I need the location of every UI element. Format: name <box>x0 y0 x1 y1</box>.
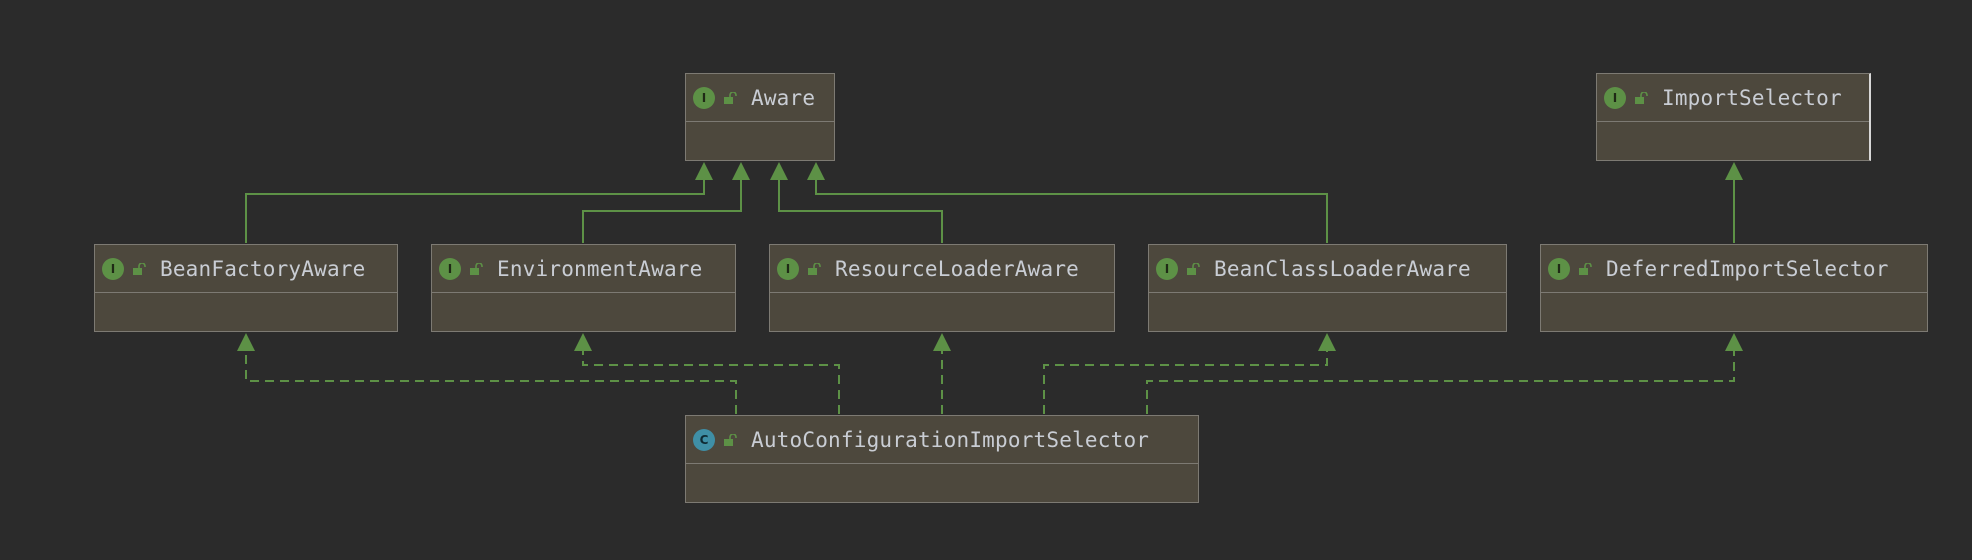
edge-autoconfig-to-environmentaware <box>582 351 840 414</box>
node-header: I BeanClassLoaderAware <box>1149 245 1506 293</box>
node-autoconfigurationimportselector[interactable]: C AutoConfigurationImportSelector <box>685 415 1199 503</box>
node-beanclassloaderaware[interactable]: I BeanClassLoaderAware <box>1148 244 1507 332</box>
node-header: C AutoConfigurationImportSelector <box>686 416 1198 464</box>
node-resourceloaderaware[interactable]: I ResourceLoaderAware <box>769 244 1115 332</box>
edge-beanclassloaderaware-to-aware <box>815 180 1328 243</box>
node-name: BeanClassLoaderAware <box>1214 256 1471 281</box>
arrowhead-deferredimportselector <box>1725 333 1743 351</box>
interface-icon: I <box>102 257 124 280</box>
node-header: I Aware <box>686 74 834 122</box>
open-lock-icon <box>1631 91 1651 105</box>
arrowhead-aware-2 <box>732 162 750 180</box>
arrowhead-aware-1 <box>695 162 713 180</box>
arrowhead-beanclassloaderaware <box>1318 333 1336 351</box>
edge-environmentaware-to-aware <box>582 180 742 243</box>
node-header: I DeferredImportSelector <box>1541 245 1927 293</box>
node-name: Aware <box>751 85 816 110</box>
interface-icon: I <box>777 257 799 280</box>
node-aware[interactable]: I Aware <box>685 73 835 161</box>
node-name: AutoConfigurationImportSelector <box>751 427 1150 452</box>
open-lock-icon <box>1183 262 1203 276</box>
open-lock-icon <box>466 262 486 276</box>
node-name: ResourceLoaderAware <box>835 256 1080 281</box>
arrowhead-resourceloaderaware <box>933 333 951 351</box>
arrowhead-aware-4 <box>807 162 825 180</box>
node-name: DeferredImportSelector <box>1606 256 1889 281</box>
node-name: ImportSelector <box>1662 85 1842 110</box>
node-header: I BeanFactoryAware <box>95 245 397 293</box>
node-header: I EnvironmentAware <box>432 245 735 293</box>
class-icon: C <box>693 428 715 451</box>
node-deferredimportselector[interactable]: I DeferredImportSelector <box>1540 244 1928 332</box>
node-name: BeanFactoryAware <box>160 256 366 281</box>
open-lock-icon <box>1575 262 1595 276</box>
node-environmentaware[interactable]: I EnvironmentAware <box>431 244 736 332</box>
interface-icon: I <box>693 86 715 109</box>
open-lock-icon <box>804 262 824 276</box>
edge-beanfactoryaware-to-aware <box>245 180 705 243</box>
open-lock-icon <box>129 262 149 276</box>
arrowhead-beanfactoryaware <box>237 333 255 351</box>
open-lock-icon <box>720 91 740 105</box>
edge-autoconfig-to-beanfactoryaware <box>245 351 737 414</box>
interface-icon: I <box>439 257 461 280</box>
interface-icon: I <box>1604 86 1626 109</box>
node-name: EnvironmentAware <box>497 256 703 281</box>
arrowhead-importselector <box>1725 162 1743 180</box>
node-header: I ImportSelector <box>1597 74 1869 122</box>
arrowhead-environmentaware <box>574 333 592 351</box>
edge-autoconfig-to-deferredimportselector <box>1146 351 1735 414</box>
interface-icon: I <box>1548 257 1570 280</box>
open-lock-icon <box>720 433 740 447</box>
edge-resourceloaderaware-to-aware <box>778 180 943 243</box>
edge-autoconfig-to-beanclassloaderaware <box>1043 351 1328 414</box>
node-importselector[interactable]: I ImportSelector <box>1596 73 1871 161</box>
arrowhead-aware-3 <box>770 162 788 180</box>
interface-icon: I <box>1156 257 1178 280</box>
node-header: I ResourceLoaderAware <box>770 245 1114 293</box>
node-beanfactoryaware[interactable]: I BeanFactoryAware <box>94 244 398 332</box>
